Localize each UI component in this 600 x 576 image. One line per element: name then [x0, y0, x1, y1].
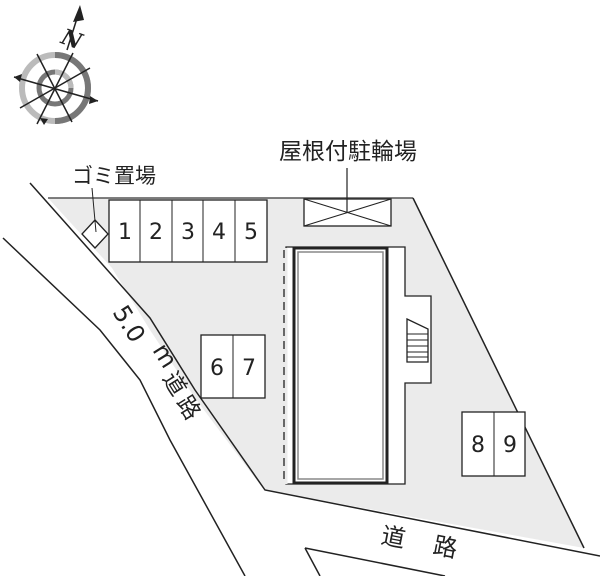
parking-space-3: 3 — [181, 220, 195, 245]
garbage-label: ゴミ置場 — [72, 164, 156, 188]
covered-bicycle-parking — [303, 168, 392, 227]
parking-row-right: 8 9 — [461, 411, 526, 477]
apartment-building — [283, 246, 432, 485]
bicycle-parking-label: 屋根付駐輪場 — [279, 139, 417, 165]
south-road-corner — [304, 547, 321, 576]
garbage-station — [81, 187, 109, 249]
parking-space-7: 7 — [242, 356, 256, 381]
south-road-char-2: 路 — [431, 531, 460, 563]
svg-text:路: 路 — [431, 531, 460, 563]
parking-row-mid: 6 7 — [200, 334, 266, 399]
svg-text:道: 道 — [379, 521, 408, 553]
parking-space-5: 5 — [244, 220, 258, 245]
compass-north-label: N — [57, 24, 87, 56]
north-arrow-compass-icon: N — [13, 5, 99, 125]
parking-space-8: 8 — [471, 433, 485, 458]
parking-space-2: 2 — [149, 220, 163, 245]
parking-row-top: 1 2 3 4 5 — [108, 199, 268, 263]
parking-space-4: 4 — [212, 220, 226, 245]
west-road-east-edge — [29, 182, 600, 557]
west-road-west-edge — [2, 237, 246, 576]
stairs-icon — [406, 317, 429, 363]
south-road-char-1: 道 — [379, 521, 408, 553]
south-road-south-edge — [304, 547, 446, 576]
parking-space-1: 1 — [118, 220, 132, 245]
parking-space-6: 6 — [210, 356, 224, 381]
parking-space-9: 9 — [503, 433, 517, 458]
lot-east-edge — [412, 197, 585, 549]
